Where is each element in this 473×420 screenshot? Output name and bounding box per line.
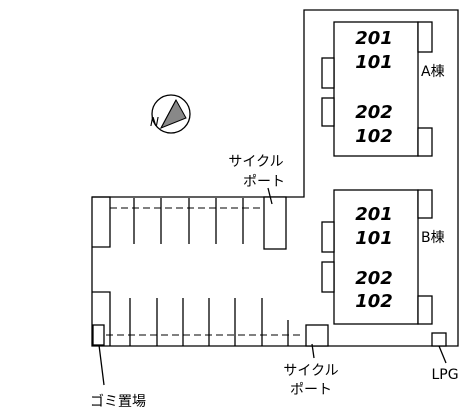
svg-text:N: N: [150, 115, 159, 129]
building-b-label: B棟: [421, 230, 445, 246]
building-a-room-201: 201: [355, 28, 393, 49]
cycle-port-bottom-label-2: ポート: [290, 382, 332, 398]
building-b: 201 101 202 102 B棟: [321, 189, 445, 325]
cycle-port-top: サイクル ポート: [228, 154, 287, 250]
garbage-area: ゴミ置場: [90, 324, 146, 410]
building-a-room-202: 202: [355, 102, 393, 123]
garbage-label: ゴミ置場: [90, 393, 146, 410]
cycle-port-bottom-label-1: サイクル: [283, 363, 338, 379]
building-a-label: A棟: [421, 64, 445, 80]
parking-area: [92, 196, 300, 346]
cycle-port-top-label-2: ポート: [243, 174, 285, 190]
building-a-room-101: 101: [355, 52, 393, 73]
lpg-label: LPG: [431, 367, 458, 383]
site-boundary: [91, 9, 459, 347]
north-compass-icon: N: [150, 94, 191, 134]
cycle-port-top-label-1: サイクル: [228, 154, 283, 170]
building-b-room-201: 201: [355, 204, 393, 225]
lpg-area: LPG: [431, 332, 459, 383]
building-b-room-202: 202: [355, 268, 393, 289]
building-a: 201 101 202 102 A棟: [321, 21, 445, 157]
cycle-port-bottom: サイクル ポート: [283, 324, 339, 398]
building-b-room-102: 102: [355, 291, 393, 312]
building-a-room-102: 102: [355, 126, 393, 147]
building-b-room-101: 101: [355, 228, 393, 249]
